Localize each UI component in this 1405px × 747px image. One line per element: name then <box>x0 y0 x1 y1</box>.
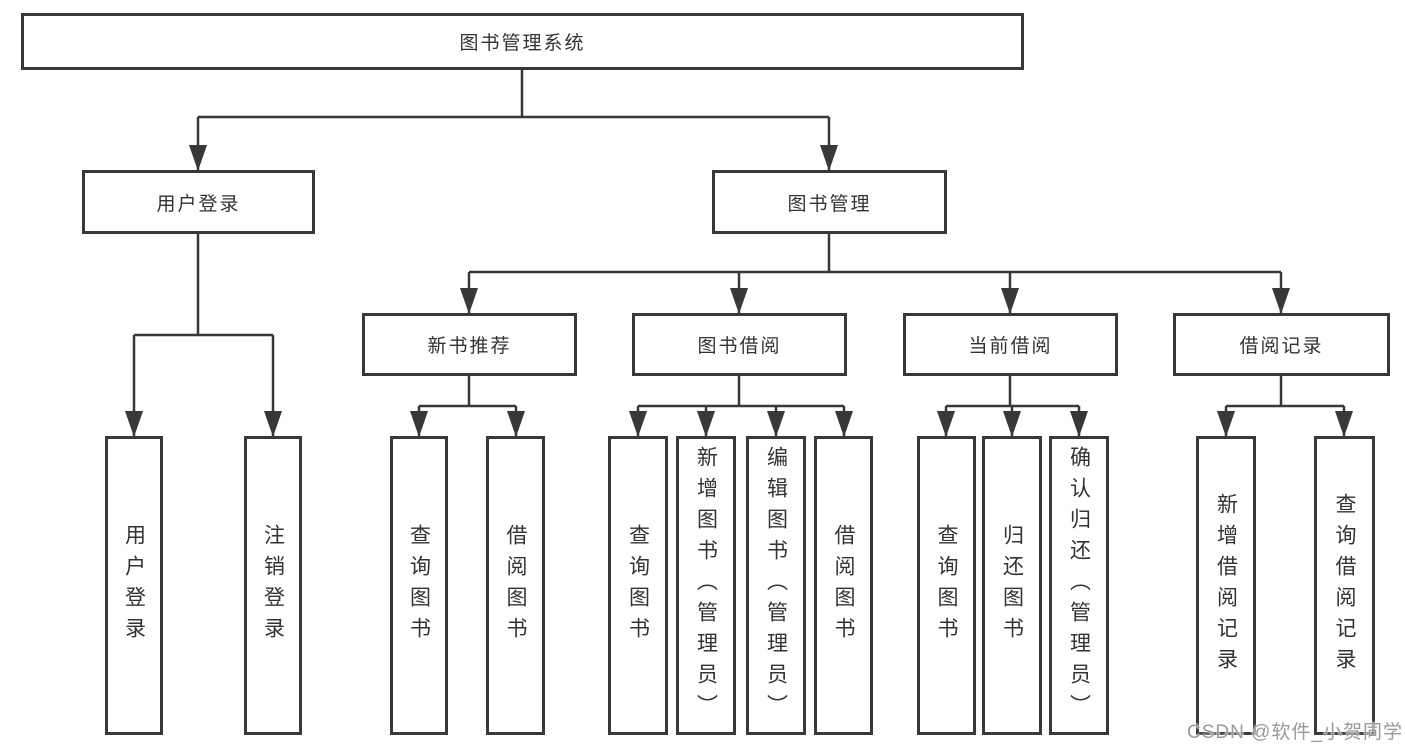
leaf-query-borrow-record: 查询借阅记录 <box>1314 436 1375 735</box>
leaf-query-book-recommend: 查询图书 <box>390 436 448 735</box>
leaf-confirm-return-admin: 确认归还（管理员） <box>1049 436 1109 735</box>
csdn-watermark: CSDN @软件_小贺同学 <box>1187 722 1403 743</box>
tree-edges <box>125 70 1353 437</box>
leaf-borrow-book-recommend: 借阅图书 <box>486 436 545 735</box>
leaf-query-book-borrow: 查询图书 <box>608 436 668 735</box>
leaf-user-login: 用户登录 <box>105 436 163 735</box>
leaf-return-book: 归还图书 <box>982 436 1042 735</box>
node-book-borrow: 图书借阅 <box>632 313 847 376</box>
leaf-edit-book-admin: 编辑图书（管理员） <box>746 436 806 735</box>
leaf-add-book-admin: 新增图书（管理员） <box>676 436 736 735</box>
node-book-management: 图书管理 <box>712 170 947 234</box>
node-new-book-recommend: 新书推荐 <box>362 313 577 376</box>
node-current-borrow: 当前借阅 <box>903 313 1118 376</box>
node-borrow-record: 借阅记录 <box>1173 313 1390 376</box>
node-user-login: 用户登录 <box>82 170 315 234</box>
node-root-system: 图书管理系统 <box>21 13 1024 70</box>
leaf-query-book-current: 查询图书 <box>917 436 976 735</box>
leaf-logout: 注销登录 <box>244 436 302 735</box>
leaf-add-borrow-record: 新增借阅记录 <box>1196 436 1256 735</box>
leaf-borrow-book: 借阅图书 <box>814 436 873 735</box>
